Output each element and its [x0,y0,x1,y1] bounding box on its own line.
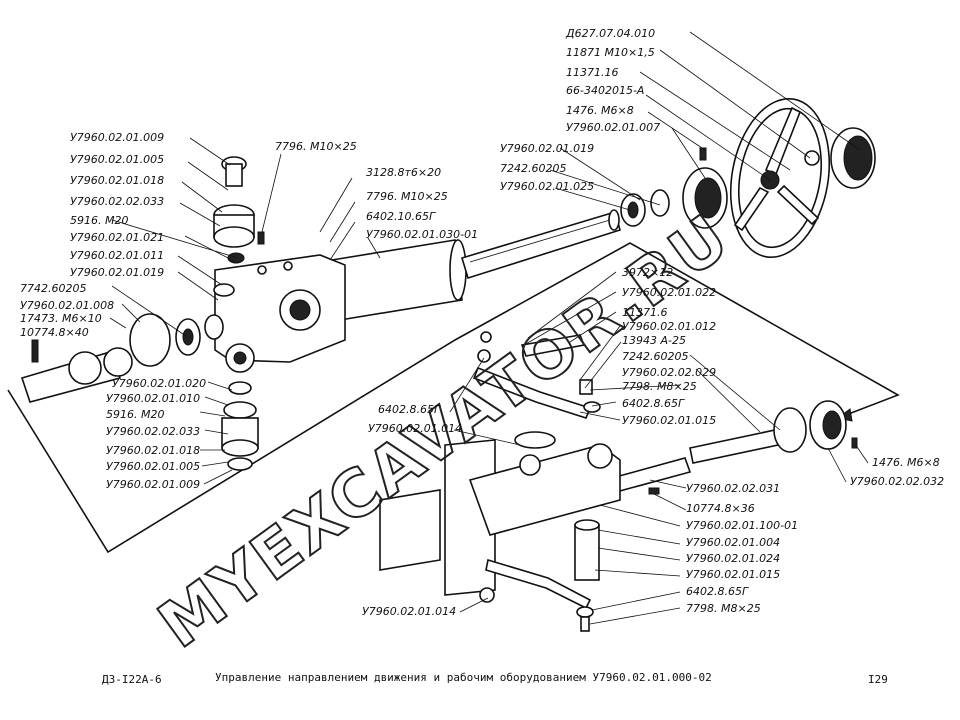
footer-caption: Управление направлением движения и рабоч… [215,671,712,684]
hub-bearing [620,147,728,229]
part-label: У7960.02.01.008 [20,299,114,312]
part-label: У7960.02.01.005 [106,460,200,473]
part-label: У7960.02.01.018 [70,174,164,187]
part-label: У7960.02.01.005 [70,153,164,166]
steering-column [331,209,621,321]
part-label: Д627.07.04.010 [565,27,655,40]
part-label: 7242.60205 [622,350,688,363]
part-label: 1476. М6×8 [566,104,634,117]
part-label: У7960.02.01.024 [686,552,780,565]
part-label: 5916. М20 [106,408,164,421]
part-label: 11371.16 [566,66,619,79]
part-label: У7960.02.01.021 [70,231,164,244]
part-label: У7960.02.01.015 [622,414,716,427]
part-label: У7960.02.01.025 [500,180,594,193]
part-label: У7960.02.01.012 [622,320,716,333]
part-label: У7960.02.01.019 [70,266,164,279]
part-label: У7960.02.01.009 [70,131,164,144]
footer-page: I29 [868,673,888,686]
part-label: 11871 М10×1,5 [566,46,655,59]
part-label: 11371.6 [622,306,668,319]
part-label: У7960.02.02.031 [686,482,780,495]
leader-lines [109,31,869,625]
upper-bracket [214,254,346,373]
part-label: 3972×12 [622,266,673,279]
part-label: У7960.02.01.019 [500,142,594,155]
part-label: 1476. М6×8 [872,456,940,469]
part-label: У7960.02.02.029 [622,366,716,379]
lower-spring-stack [221,381,259,471]
footer-model: ДЗ-I22А-6 [102,673,162,686]
part-label: 7242.60205 [500,162,566,175]
part-label: У7960.02.01.007 [566,121,660,134]
steering-wheel [729,97,876,259]
part-label: 6402.8.65Г [686,585,749,598]
part-label: 3128.8т6×20 [366,166,441,179]
part-label: 6402.8.65Г [378,403,441,416]
part-label: 7796. М10×25 [275,140,357,153]
lower-bracket [379,431,660,632]
part-label: 10774.8×40 [20,326,89,339]
part-label: У7960.02.02.032 [850,475,944,488]
part-label: У7960.02.01.030-01 [366,228,478,241]
part-label: 6402.10.65Г [366,210,436,223]
part-label: 7798. М8×25 [686,602,761,615]
universal-joint [20,313,224,403]
part-label: 10774.8×36 [686,502,755,515]
part-label: У7960.02.01.018 [106,444,200,457]
part-label: 7742.60205 [20,282,86,295]
part-label: 13943 А-25 [622,334,686,347]
part-label: 6402.8.65Г [622,397,685,410]
shaft-assembly [611,400,858,493]
part-label: У7960.02.01.022 [622,286,716,299]
part-label: У7960.02.01.004 [686,536,780,549]
part-label: 7798. М8×25 [622,380,697,393]
upper-spring-stack [213,156,265,297]
part-label: 7796. М10×25 [366,190,448,203]
part-label: У7960.02.01.014 [362,605,456,618]
part-label: 5916. М20 [70,214,128,227]
part-label: У7960.02.01.100-01 [686,519,798,532]
part-label: У7960.02.01.010 [106,392,200,405]
part-label: У7960.02.01.020 [112,377,206,390]
part-label: 66-3402015-А [566,84,644,97]
part-label: У7960.02.01.015 [686,568,780,581]
part-label: У7960.02.02.033 [70,195,164,208]
part-label: У7960.02.02.033 [106,425,200,438]
callout-labels: Д627.07.04.010 11871 М10×1,5 11371.16 66-34… [20,27,944,618]
part-label: 17473. М6×10 [20,312,102,325]
part-label: У7960.02.01.009 [106,478,200,491]
part-label: У7960.02.01.014 [368,422,462,435]
part-label: У7960.02.01.011 [70,249,164,262]
